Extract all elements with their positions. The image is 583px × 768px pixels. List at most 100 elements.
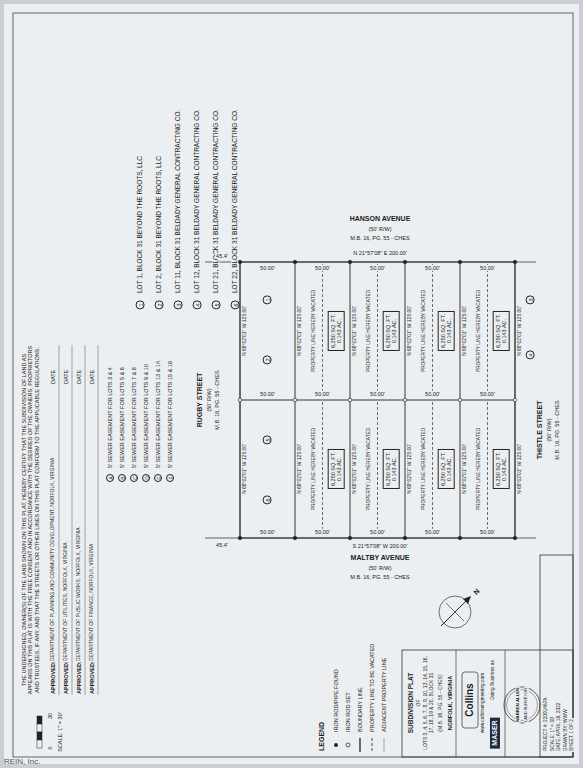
callout-number: 1: [136, 301, 145, 310]
boundary-bearing: N 21°57'08" E 200.00': [352, 250, 408, 256]
lot-width: 50.00': [314, 391, 331, 397]
seal-text: WARREN ALLEN: [516, 687, 521, 723]
iron-rod-marker: [238, 536, 242, 540]
project-info: SCALE: 1" = 30': [550, 716, 556, 753]
iron-rod-marker: [513, 398, 517, 402]
lot-width: 50.00': [424, 529, 441, 535]
lot-line-bearing: N 68°02'01" W 125.00': [462, 443, 468, 495]
seal-text: LAND SURVEYOR: [524, 687, 529, 723]
iron-rod-marker: [458, 398, 462, 402]
title-divider: [456, 650, 457, 757]
callout-number: 6: [231, 301, 240, 310]
company-note: Doing Business as: [490, 659, 496, 701]
easement-letter: F: [166, 474, 174, 482]
lot-line-bearing: N 68°02'01" W 125.00': [407, 443, 413, 495]
right-of-way: (50' R/W): [206, 387, 212, 412]
approval-department: DEPARTMENT OF UTILITIES, NORFOLK, VIRGIN…: [63, 541, 69, 662]
lot-width: 50.00': [314, 265, 331, 271]
callout-number: 1: [263, 296, 272, 305]
project-info: DRAWN BY: WWW: [563, 708, 569, 752]
iron-rod-marker: [348, 398, 352, 402]
right-of-way-line: [205, 538, 240, 539]
vacated-line-note: PROPERTY LINE HEREBY VACATED: [311, 289, 317, 373]
legend-entry: PROPERTY LINE TO BE VACATED: [369, 643, 375, 733]
owner-note: LOT 2, BLOCK 31 BEYOND THE ROOTS, LLC: [155, 155, 162, 294]
map-book-reference: M.B. 16, PG. 55 - CHES: [554, 399, 560, 460]
legend-sample: [372, 738, 373, 752]
right-of-way: (50' R/W): [367, 565, 392, 571]
lot-width: 50.00': [314, 529, 331, 535]
iron-rod-marker: [403, 398, 407, 402]
signature-line: [72, 345, 73, 695]
owner-note: LOT 21, BLOCK 31 BELDADY GENERAL CONTRAC…: [212, 108, 219, 294]
date-label: DATE: [76, 369, 82, 385]
callout-number: 5: [212, 301, 221, 310]
vacated-line-note: PROPERTY LINE HEREBY VACATED: [476, 427, 482, 511]
iron-rod-marker: [348, 260, 352, 264]
lot-width: 50.00': [424, 391, 441, 397]
distance-label: 45.4': [215, 542, 229, 548]
easement-note: 5' SEWER EASEMENT FOR LOTS 7 & 8: [131, 366, 137, 469]
paper-sheet: [4, 4, 579, 764]
iron-rod-marker: [458, 260, 462, 264]
plat-title: SUBDIVISION PLAT: [407, 672, 414, 735]
lot-area-box: 6,250 SQ. FT.0.143 AC.: [328, 449, 345, 489]
vacated-line-note: PROPERTY LINE HEREBY VACATED: [366, 427, 372, 511]
right-of-way: (50' R/W): [546, 417, 552, 442]
easement-letter: E: [154, 474, 162, 482]
street-name: HANSON AVENUE: [349, 215, 412, 223]
legend-text: IRON ROD/PIPE FOUND: [333, 669, 339, 732]
scale-note: SCALE: 1" = 30': [57, 711, 63, 753]
callout-number: 5: [263, 436, 272, 445]
easement-letter: D: [142, 474, 150, 482]
company-logo: MASER: [490, 717, 500, 748]
vacated-property-line: [377, 264, 378, 398]
lot-area-text: 6,250 SQ. FT.: [440, 452, 446, 486]
lot-area-text: 6,250 SQ. FT.: [330, 452, 336, 486]
legend-sample: [384, 738, 385, 752]
title-block: [402, 650, 573, 757]
legend-sample: [359, 738, 360, 752]
date-label: DATE: [89, 369, 95, 385]
lot-area-box: 6,250 SQ. FT.0.143 AC.: [493, 449, 510, 489]
iron-rod-marker: [293, 536, 297, 540]
lot-area-box: 6,250 SQ. FT.0.143 AC.: [328, 311, 345, 351]
scale-bar: [37, 732, 42, 740]
lot-line-bearing: N 68°02'01" W 125.00': [517, 305, 523, 357]
lot-line-bearing: N 68°02'01" W 125.00': [242, 443, 248, 495]
approval-label: APPROVED:: [76, 660, 82, 695]
legend-text: IRON ROD SET: [345, 692, 351, 732]
north-arrow: [446, 603, 464, 621]
boundary-bearing: S 21°57'08" W 200.00': [352, 543, 409, 549]
surveyor-seal: [507, 690, 538, 721]
lot-line-bearing: N 68°02'01" W 125.00': [352, 443, 358, 495]
lot-area-box: 6,250 SQ. FT.0.143 AC.: [383, 311, 400, 351]
map-book-reference: M.B. 16, PG. 55 - CHES: [214, 369, 220, 430]
signature-line: [98, 345, 99, 695]
lot-area-text: 6,250 SQ. FT.: [330, 314, 336, 348]
legend-text: ADJACENT PROPERTY LINE: [381, 658, 387, 732]
vacated-line-note: PROPERTY LINE HEREBY VACATED: [476, 289, 482, 373]
street-name: THISTLE STREET: [536, 400, 544, 461]
callout-number: 2: [263, 356, 272, 365]
legend-entry: IRON ROD SET: [345, 691, 351, 733]
plat-location: NORFOLK, VIRGINIA: [447, 675, 453, 732]
easement-note: 5' SEWER EASEMENT FOR LOTS 3 & 4: [107, 366, 113, 469]
lot-area-text: 0.143 AC.: [446, 452, 452, 486]
vacated-property-line: [487, 402, 488, 536]
lot-line: [240, 400, 515, 401]
lot-area-box: 6,250 SQ. FT.0.143 AC.: [438, 449, 455, 489]
scale-tick: 0: [47, 745, 53, 750]
project-info: PROJECT #: 22001467A: [543, 696, 549, 752]
lot-width: 50.00': [259, 529, 276, 535]
legend-sample: [334, 743, 338, 747]
watermark: REIN, Inc.: [3, 757, 41, 766]
iron-rod-marker: [513, 536, 517, 540]
lot-line-bearing: N 68°02'01" W 125.00': [242, 305, 248, 357]
iron-rod-marker: [238, 260, 242, 264]
lot-width: 50.00': [479, 265, 496, 271]
street-name: MALTBY AVENUE: [350, 554, 411, 562]
lot-area-text: 0.143 AC.: [391, 314, 397, 348]
sheet-border: [13, 13, 573, 757]
map-book-reference: M.B. 16, PG. 55 - CHES: [349, 235, 410, 241]
